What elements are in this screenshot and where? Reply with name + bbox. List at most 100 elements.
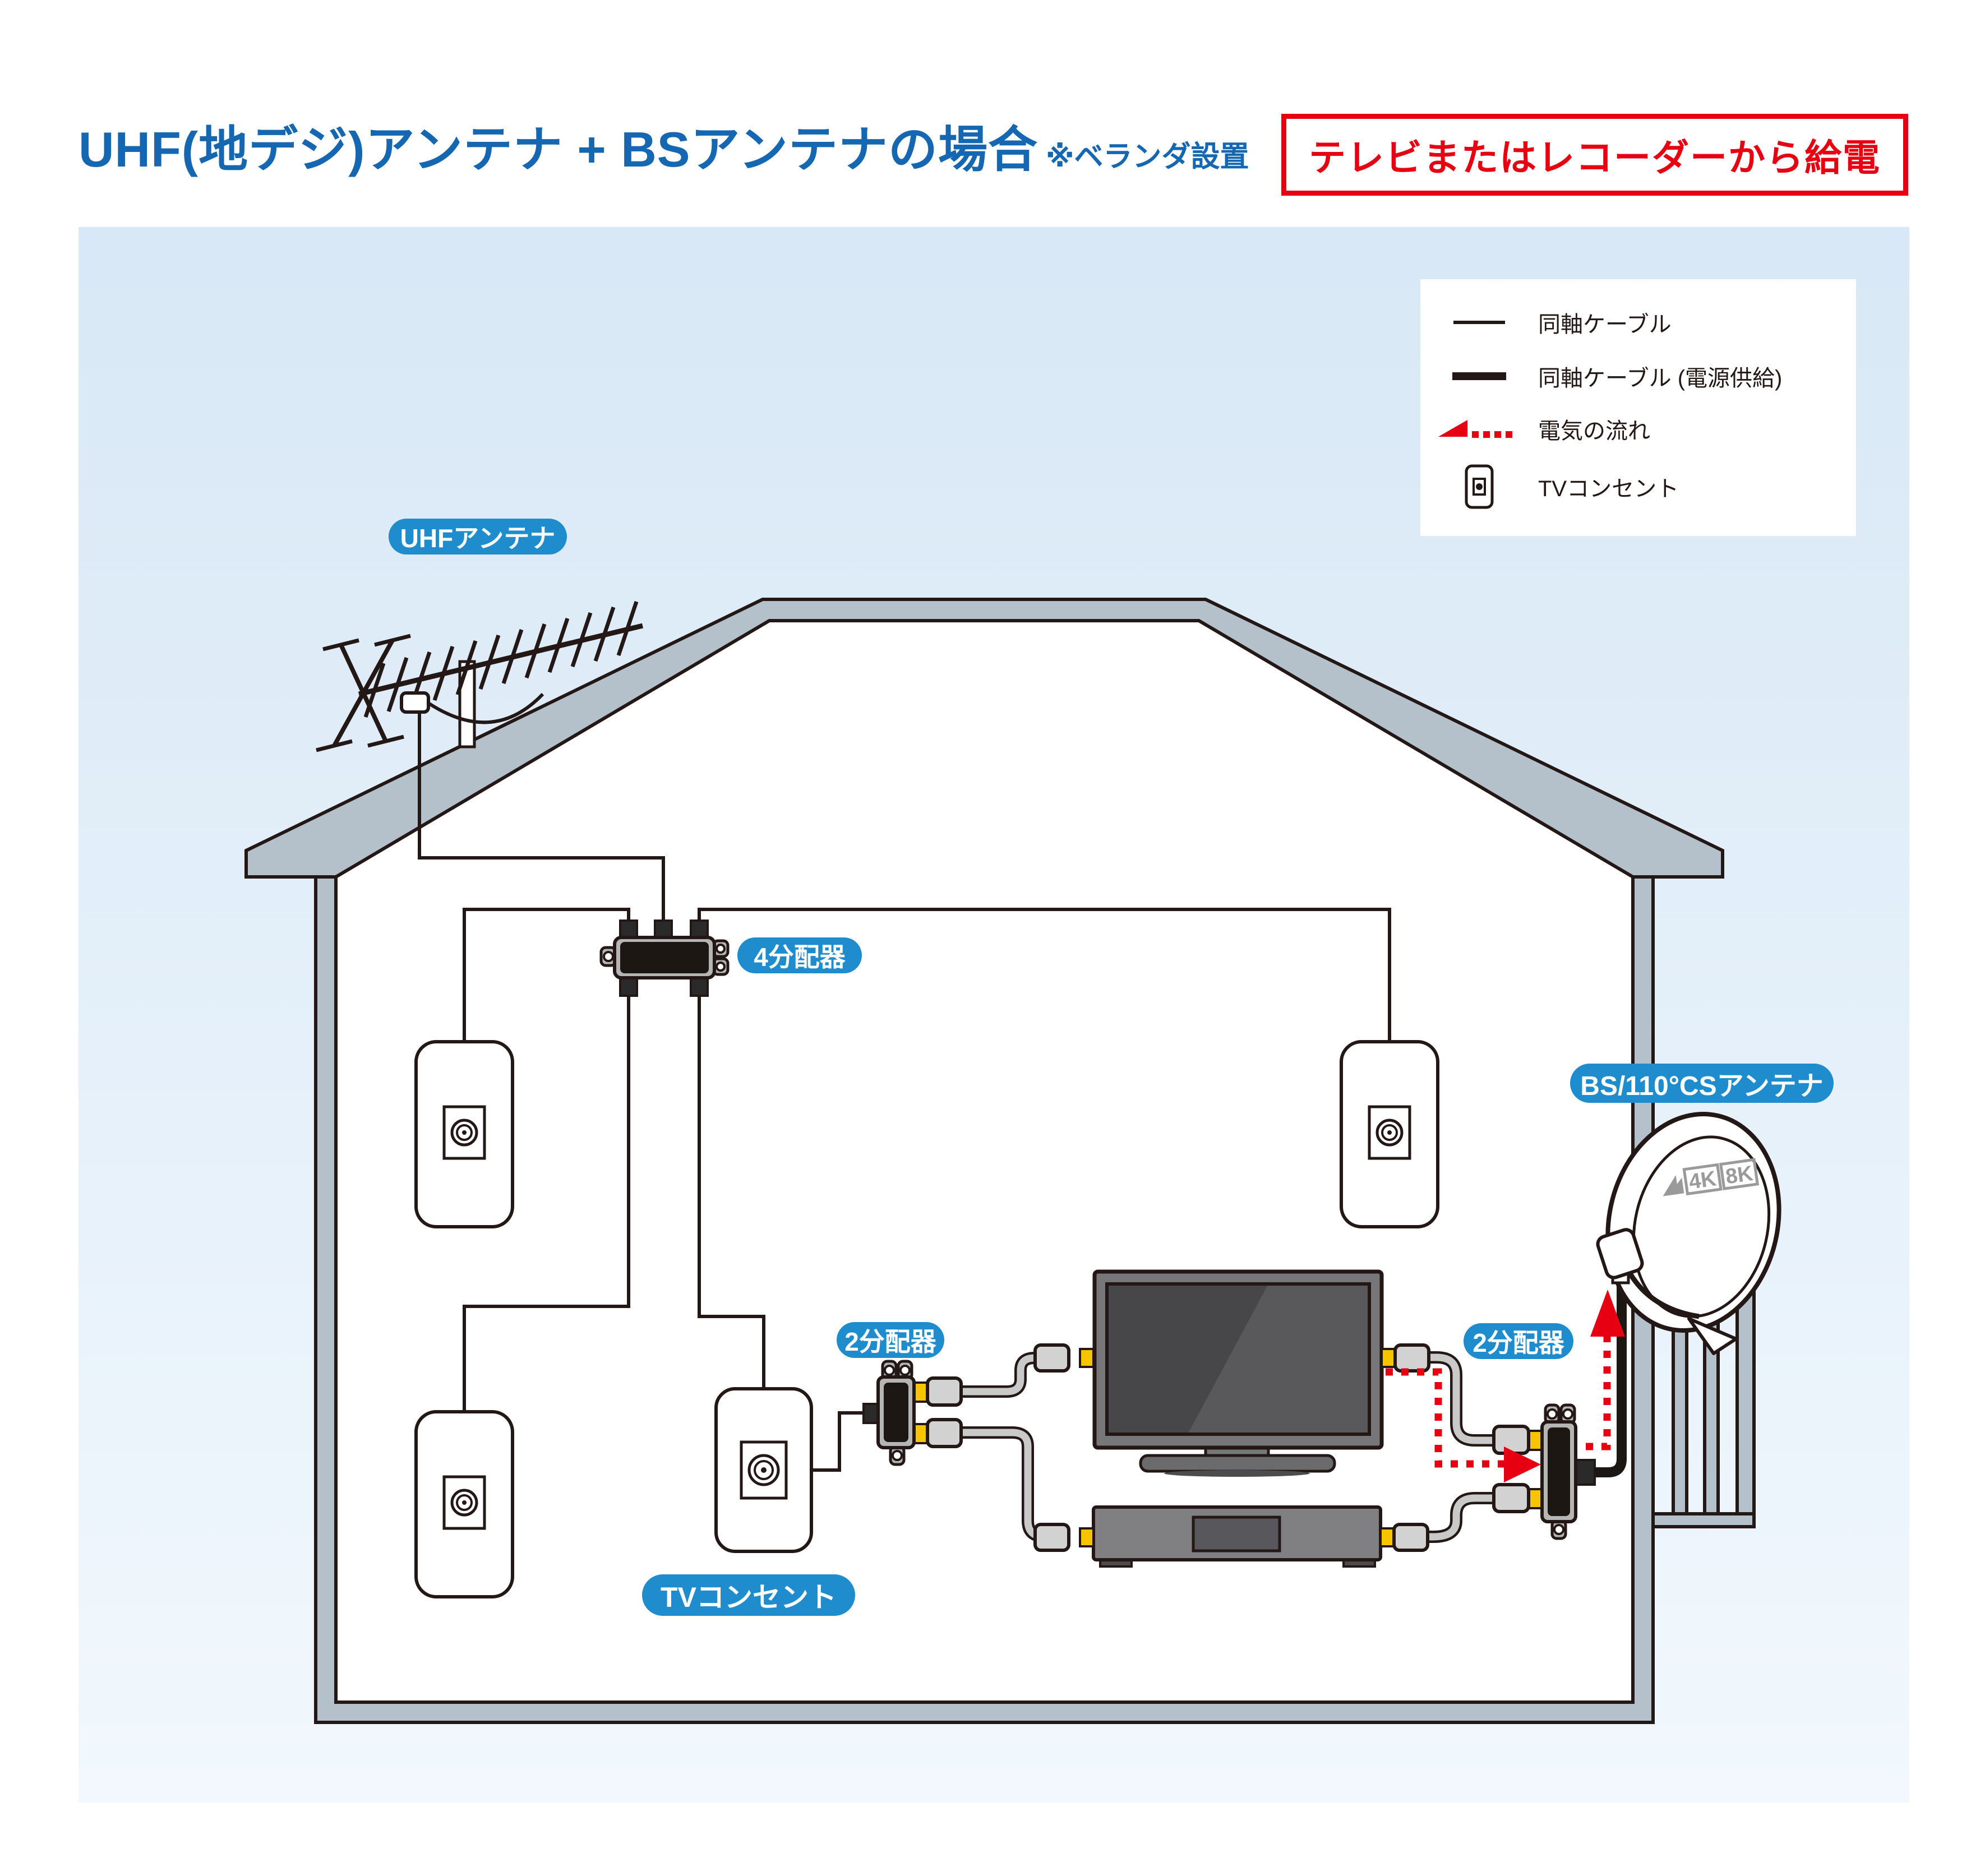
wire-to-lower-middle-outlet: [698, 995, 765, 1390]
splitter-body: [1548, 1427, 1570, 1516]
tab-hole: [1562, 1408, 1573, 1420]
thin-coax-line-icon: [1453, 321, 1505, 324]
tab-hole: [892, 1450, 903, 1461]
tab-hole: [603, 951, 614, 962]
television: [1092, 1269, 1384, 1477]
jack-pin: [462, 1500, 467, 1505]
tv-left-port: [1079, 1348, 1095, 1368]
logo-triangle: [1668, 1177, 1684, 1196]
recorder-display: [1192, 1515, 1281, 1552]
recorder-right-port: [1379, 1527, 1395, 1547]
antenna-boom: [358, 623, 644, 697]
wire-to-upper-right-outlet: [698, 908, 1391, 1043]
tv-screen-border: [1105, 1282, 1371, 1436]
power-flow-arrow-icon: [1438, 420, 1512, 438]
legend-row-tv-outlet: TVコンセント: [1420, 459, 1856, 515]
jack-pin: [1387, 1130, 1392, 1135]
connector-barrel: [1033, 1343, 1070, 1373]
splitter-4way-body: [620, 942, 709, 973]
legend-label: 電気の流れ: [1538, 419, 1650, 443]
power-flow-arrow-up: [1590, 1290, 1625, 1337]
cable-tv-to-right-splitter: [1429, 1351, 1495, 1447]
splitter-4way: [599, 919, 730, 997]
cable-splitter-to-tv: [961, 1352, 1041, 1398]
tab-hole: [884, 1365, 895, 1376]
legend: 同軸ケーブル 同軸ケーブル (電源供給) 電気の流れ: [1420, 279, 1856, 536]
tab-hole: [716, 944, 726, 954]
jack-pin: [462, 1130, 467, 1135]
jack-ring: [754, 1460, 774, 1480]
coax-port-connectors: [1033, 1343, 1430, 1552]
splitter-output-connector: [1575, 1459, 1596, 1486]
tab-hole: [1553, 1524, 1564, 1535]
power-coax-cable: [1594, 1279, 1627, 1477]
tab-hole: [899, 1365, 911, 1376]
jack-pin: [761, 1467, 767, 1473]
splitter-input-port: [1527, 1430, 1543, 1451]
legend-label: TVコンセント: [1538, 477, 1679, 501]
tv-outlet-upper-right: [1340, 1040, 1439, 1228]
label-splitter-2way-left: 2分配器: [837, 1322, 944, 1358]
title-note: ※ベランダ設置: [1045, 141, 1249, 173]
antenna-mast: [458, 660, 476, 748]
jack-ring: [456, 1124, 473, 1141]
title-main: UHF(地デジ)アンテナ + BSアンテナの場合: [79, 122, 1038, 177]
label-uhf-antenna: UHFアンテナ: [389, 519, 567, 555]
thick-coax-line-icon: [1452, 372, 1506, 380]
tv-right-port: [1381, 1348, 1396, 1368]
logo-text-8k: 8K: [1724, 1162, 1755, 1189]
dish-lower-lip: [1687, 1317, 1738, 1355]
power-flow-arrow-right: [1504, 1447, 1541, 1482]
jack-ring: [450, 1119, 478, 1147]
legend-row-coax: 同軸ケーブル: [1420, 297, 1856, 348]
cable-recorder-to-right-splitter: [1427, 1492, 1495, 1543]
dish-reflector: [1605, 1112, 1781, 1333]
jack-ring: [456, 1494, 473, 1511]
power-flow-dotted-to-dish: [1586, 1337, 1611, 1450]
legend-row-power-flow: 電気の流れ: [1420, 404, 1856, 454]
tv-stand-shadow: [1164, 1470, 1310, 1477]
label-bs-antenna: BS/110°CSアンテナ: [1570, 1064, 1834, 1103]
legend-row-coax-power: 同軸ケーブル (電源供給): [1420, 351, 1856, 401]
splitter-2way-left: [862, 1360, 963, 1466]
lnb-arm: [1627, 1271, 1700, 1319]
wire-to-lower-left-outlet: [463, 995, 630, 1413]
legend-icon-cell: [1420, 414, 1538, 443]
dish-rim: [1632, 1135, 1771, 1318]
power-note-text: テレビまたはレコーダーから給電: [1309, 137, 1881, 178]
antenna-support-arm: [427, 692, 544, 724]
logo-box-8k: [1719, 1158, 1760, 1190]
legend-icon-cell: [1420, 321, 1538, 324]
recorder-left-port: [1079, 1527, 1095, 1547]
connector-barrel: [926, 1376, 963, 1407]
balcony-bottom-rail: [1651, 1512, 1756, 1528]
power-note-box: テレビまたはレコーダーから給電: [1281, 114, 1908, 196]
antenna-elements: [363, 600, 639, 718]
splitter-input-port: [1527, 1488, 1543, 1509]
power-flow: [1386, 1290, 1625, 1482]
recorder: [1092, 1505, 1382, 1568]
uhf-antenna: [316, 600, 644, 752]
splitter-output-port: [913, 1381, 929, 1403]
tab-hole: [1547, 1408, 1558, 1420]
wire-to-upper-left-outlet: [463, 908, 630, 1043]
house-roof: [244, 598, 1724, 879]
bs-cs-dish: 4K 8K: [1596, 1112, 1781, 1355]
wire-antenna-to-4way-splitter: [418, 711, 665, 922]
jack-ring: [1375, 1119, 1404, 1147]
connector-barrel: [1492, 1483, 1530, 1513]
logo-box-4k: [1682, 1163, 1723, 1196]
splitter-output-port: [913, 1423, 929, 1444]
connector-barrel: [1492, 1425, 1530, 1455]
tv-outlet-lower-middle: [714, 1387, 813, 1553]
antenna-feed-box: [400, 691, 430, 714]
legend-icon-cell: [1420, 464, 1538, 509]
page-title: UHF(地デジ)アンテナ + BSアンテナの場合 ※ベランダ設置: [79, 110, 1249, 181]
label-splitter-4way: 4分配器: [737, 937, 862, 973]
tv-outlet-lower-left: [414, 1410, 514, 1598]
splitter-2way-right: [1492, 1403, 1596, 1540]
lnb-feed: [1596, 1228, 1644, 1279]
legend-label: 同軸ケーブル: [1538, 312, 1672, 337]
